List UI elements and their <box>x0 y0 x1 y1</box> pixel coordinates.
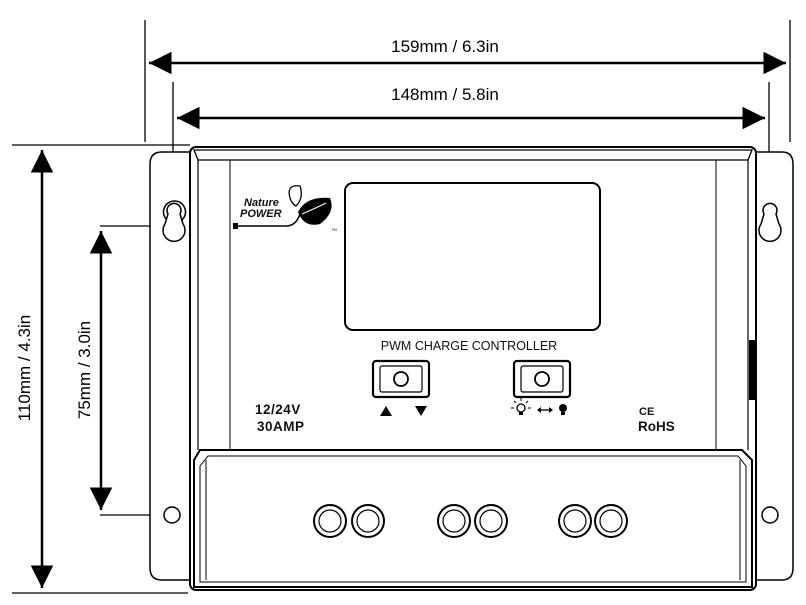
terminal-hole-inner <box>599 509 623 533</box>
plug-icon <box>233 223 238 229</box>
brand-text-power: POWER <box>240 208 282 220</box>
leaf-vein <box>301 202 327 215</box>
screw-hole-left <box>163 506 181 524</box>
terminal-cover <box>193 449 753 588</box>
load-toggle-button-knob[interactable] <box>534 371 550 387</box>
overall-width-label: 159mm / 6.3in <box>391 37 499 56</box>
side-notch <box>749 340 755 400</box>
charge-controller: Nature POWER TM PWM CHARGE CONTROLLER <box>149 146 794 591</box>
left-mounting-flange <box>149 151 193 581</box>
terminal-group-solar <box>313 504 385 538</box>
terminal-group-load <box>558 504 628 538</box>
terminal-hole-inner <box>442 509 466 533</box>
right-mounting-flange <box>752 151 794 581</box>
keyhole-left <box>162 202 186 243</box>
terminal-hole-inner <box>356 509 380 533</box>
load-toggle-button-inner <box>520 365 564 393</box>
lcd-screen <box>344 182 601 331</box>
navigation-button-knob[interactable] <box>393 371 409 387</box>
amperage-rating: 30AMP <box>257 419 305 434</box>
mounting-width-label: 148mm / 5.8in <box>391 85 499 104</box>
up-arrow-icon <box>380 406 392 416</box>
navigation-button-inner <box>379 365 423 393</box>
terminal-cover-inner <box>199 455 747 583</box>
terminal-group-battery <box>437 504 508 538</box>
ce-mark: CE <box>639 406 654 418</box>
panel-title: PWM CHARGE CONTROLLER <box>381 339 557 353</box>
light-on-icon <box>511 398 531 415</box>
terminal-hole-inner <box>318 509 342 533</box>
overall-height-label: 110mm / 4.3in <box>15 315 34 421</box>
load-toggle-button[interactable] <box>512 359 572 399</box>
brand-text-nature: Nature <box>244 197 279 209</box>
down-arrow-icon <box>415 406 427 416</box>
light-off-icon <box>559 404 567 415</box>
mounting-height-label: 75mm / 3.0in <box>75 321 94 419</box>
terminal-hole-inner <box>479 509 503 533</box>
voltage-rating: 12/24V <box>255 402 301 417</box>
terminal-hole-inner <box>563 509 587 533</box>
screw-hole-right <box>761 506 779 524</box>
toggle-arrows-icon <box>537 407 553 413</box>
keyhole-right <box>758 202 782 243</box>
leaf-small-icon <box>288 185 302 207</box>
navigation-button[interactable] <box>371 359 431 399</box>
plug-cord <box>236 213 301 227</box>
top-bevel <box>193 149 753 161</box>
rohs-mark: RoHS <box>638 419 675 434</box>
trademark-mark: TM <box>331 227 337 232</box>
brand-logo: Nature POWER TM <box>233 185 337 232</box>
